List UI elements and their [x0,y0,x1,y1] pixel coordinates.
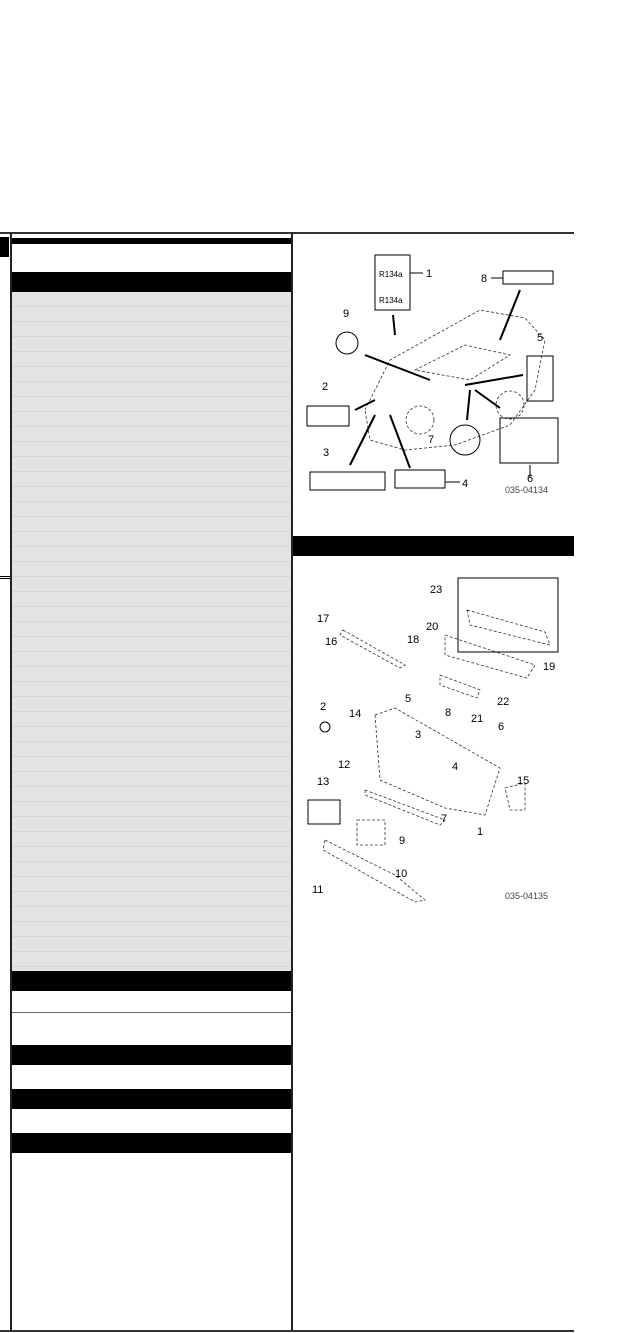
callout-6: 6 [527,473,533,485]
label-1-text: R134a [379,296,403,305]
callout-22: 22 [497,696,509,708]
callout-14: 14 [349,708,361,720]
callout-3: 3 [323,447,329,459]
callout-16: 16 [325,636,337,648]
label-1 [374,254,411,311]
figure-header-bar [293,536,574,556]
table-header-bar [12,272,291,292]
callout-11: 11 [312,884,323,896]
front-bumper-exploded-diagram: 1 2 3 4 5 6 7 8 9 10 11 12 13 14 15 16 1… [307,577,559,903]
label-2 [306,405,350,427]
callout-8: 8 [481,273,487,285]
callout-7: 7 [441,813,447,825]
section-bar-3 [12,1089,291,1109]
callout-19: 19 [543,661,555,673]
callout-1: 1 [477,826,483,838]
bottom-rule [0,1330,574,1332]
figure-code: 035-04135 [505,891,548,901]
callout-10: 10 [395,868,407,880]
section-bar-1 [12,971,291,991]
section-bar-2 [12,1045,291,1065]
side-tick [0,576,10,579]
callout-5: 5 [537,332,543,344]
callout-20: 20 [426,621,438,633]
label-9 [335,331,359,355]
callout-3: 3 [415,729,421,741]
callout-7: 7 [428,434,434,446]
label-5 [526,355,554,402]
section-bar-4 [12,1133,291,1153]
callout-4: 4 [452,761,458,773]
column-divider [291,233,293,1331]
label-7 [449,424,481,456]
label-6 [499,417,559,464]
header-bar-thin [12,238,291,244]
callout-12: 12 [338,759,350,771]
callouts: 1 2 3 4 5 6 7 8 9 10 11 12 13 14 15 16 1… [312,584,555,896]
callout-8: 8 [445,707,451,719]
callout-21: 21 [471,713,483,725]
inset-box-23 [457,577,559,653]
section-marker [0,237,9,257]
callout-2: 2 [322,381,328,393]
left-border [10,233,12,1331]
callout-4: 4 [462,478,468,490]
pointer-arrows [349,289,524,469]
callout-17: 17 [317,613,329,625]
callout-18: 18 [407,634,419,646]
callout-9: 9 [343,308,349,320]
car-outline [364,309,546,451]
label-1-text: R134a [379,270,403,279]
figure-code: 035-04134 [505,485,548,495]
callout-13: 13 [317,776,329,788]
parts-list-table [12,292,291,971]
top-rule [0,232,574,234]
callout-1: 1 [426,268,432,280]
callout-5: 5 [405,693,411,705]
label-location-diagram: R134a R134a 1 2 3 4 5 6 7 8 9 035-04134 [306,254,559,495]
callout-9: 9 [399,835,405,847]
callout-6: 6 [498,721,504,733]
inset-box-13 [307,799,341,825]
callout-15: 15 [517,775,529,787]
section-row-1 [12,1012,291,1013]
label-3 [309,471,386,491]
label-8 [502,270,554,285]
label-4 [394,469,446,489]
callout-2: 2 [320,701,326,713]
callout-23: 23 [430,584,442,596]
